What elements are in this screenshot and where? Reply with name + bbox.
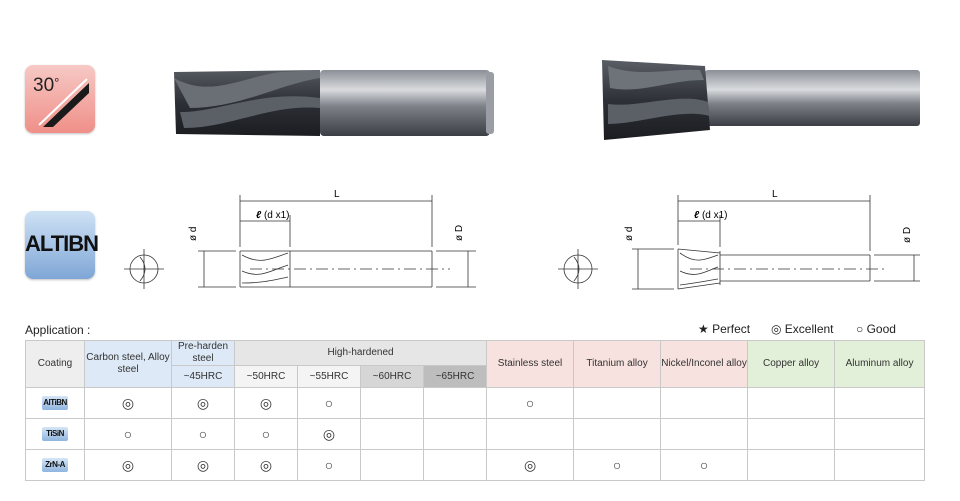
table-row: TiSiN○○○◎: [25, 418, 926, 450]
rating-cell: [422, 387, 488, 419]
header-high-hardened: High-hardened: [233, 340, 488, 366]
rating-cell: ○: [297, 449, 361, 481]
application-table: Coating Carbon steel, Alloy steel Pre-ha…: [25, 340, 926, 481]
header-carbon-steel: Carbon steel, Alloy steel: [84, 340, 172, 388]
rating-cell: ○: [660, 449, 749, 481]
angle-diagonal-icon: [38, 78, 89, 127]
rating-cell: [360, 449, 424, 481]
coating-tag: TiSiN: [42, 427, 68, 441]
header-aluminum: Aluminum alloy: [834, 340, 926, 388]
shank-diameter-label-2: ø D: [902, 227, 913, 243]
rating-cell: [360, 418, 424, 450]
header-hrc-55: ~55HRC: [297, 365, 361, 388]
small-diameter-label-2: ø d: [624, 227, 635, 241]
end-mill-photo-1: [174, 70, 494, 136]
angle-30-badge: 30°: [25, 65, 95, 133]
coating-cell: ZrN-A: [25, 449, 85, 481]
rating-cell: [422, 449, 488, 481]
table-row: AlTiBN◎◎◎○○: [25, 387, 926, 419]
drawing-1: L ℓ (d x1) ø d ø D: [124, 189, 476, 289]
rating-cell: [360, 387, 424, 419]
rating-cell: [660, 387, 749, 419]
rating-cell: ◎: [234, 449, 298, 481]
header-hrc-65: ~65HRC: [422, 365, 488, 388]
rating-cell: ○: [84, 418, 172, 450]
rating-cell: ◎: [84, 387, 172, 419]
rating-cell: ○: [171, 418, 235, 450]
header-titanium: Titanium alloy: [573, 340, 662, 388]
coating-cell: AlTiBN: [25, 387, 85, 419]
rating-cell: ○: [234, 418, 298, 450]
header-hrc-50: ~50HRC: [234, 365, 298, 388]
length-label-2: L: [772, 189, 778, 200]
rating-cell: ◎: [234, 387, 298, 419]
angle-value: 30°: [33, 75, 60, 96]
header-copper: Copper alloy: [747, 340, 836, 388]
rating-cell: [422, 418, 488, 450]
rating-cell: [573, 387, 662, 419]
flute-length-label: ℓ (d x1): [256, 210, 290, 221]
header-coating: Coating: [25, 340, 85, 388]
rating-cell: ◎: [297, 418, 361, 450]
header-preharden: Pre-harden steel: [171, 340, 235, 366]
application-label: Application :: [25, 323, 91, 337]
rating-cell: [834, 418, 926, 450]
header-preharden-hrc: ~45HRC: [171, 365, 235, 388]
rating-cell: ◎: [486, 449, 575, 481]
rating-cell: [573, 418, 662, 450]
header-nickel: Nickel/Inconel alloy: [660, 340, 749, 388]
rating-cell: ◎: [84, 449, 172, 481]
end-mill-photo-2: [602, 60, 920, 140]
drawing-2: L ℓ (d x1) ø d ø D: [558, 189, 920, 290]
length-label: L: [334, 189, 340, 200]
rating-cell: ○: [486, 387, 575, 419]
rating-cell: [834, 387, 926, 419]
rating-cell: ○: [297, 387, 361, 419]
rating-cell: [747, 449, 836, 481]
rating-cell: [660, 418, 749, 450]
shank-diameter-label: ø D: [454, 225, 465, 241]
rating-cell: [747, 387, 836, 419]
legend-good: ○ Good: [856, 322, 896, 336]
coating-tag: ZrN-A: [42, 458, 68, 472]
flute-length-label-2: ℓ (d x1): [694, 210, 728, 221]
table-row: ZrN-A◎◎◎○◎○○: [25, 449, 926, 481]
rating-cell: [834, 449, 926, 481]
rating-cell: [747, 418, 836, 450]
legend-excellent: ◎ Excellent: [771, 322, 834, 336]
coating-cell: TiSiN: [25, 418, 85, 450]
rating-cell: [486, 418, 575, 450]
legend-perfect: ★ Perfect: [698, 322, 751, 336]
coating-tag: AlTiBN: [42, 396, 68, 410]
header-stainless: Stainless steel: [486, 340, 575, 388]
rating-cell: ◎: [171, 449, 235, 481]
header-hrc-60: ~60HRC: [360, 365, 424, 388]
rating-cell: ○: [573, 449, 662, 481]
small-diameter-label: ø d: [188, 227, 199, 241]
rating-cell: ◎: [171, 387, 235, 419]
coating-badge: ALTIBN: [25, 211, 99, 279]
coating-badge-label: ALTIBN: [25, 231, 99, 256]
